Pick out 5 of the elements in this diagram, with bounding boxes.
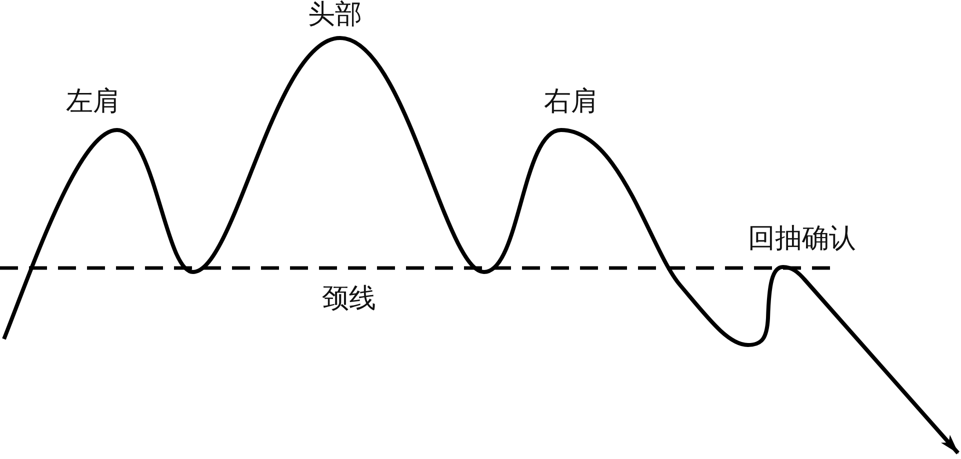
right-shoulder-label: 右肩 [544,87,598,117]
head-label: 头部 [308,0,362,30]
neckline-label: 颈线 [322,284,376,314]
left-shoulder-label: 左肩 [66,87,120,117]
pullback-confirmation-label: 回抽确认 [748,224,856,254]
